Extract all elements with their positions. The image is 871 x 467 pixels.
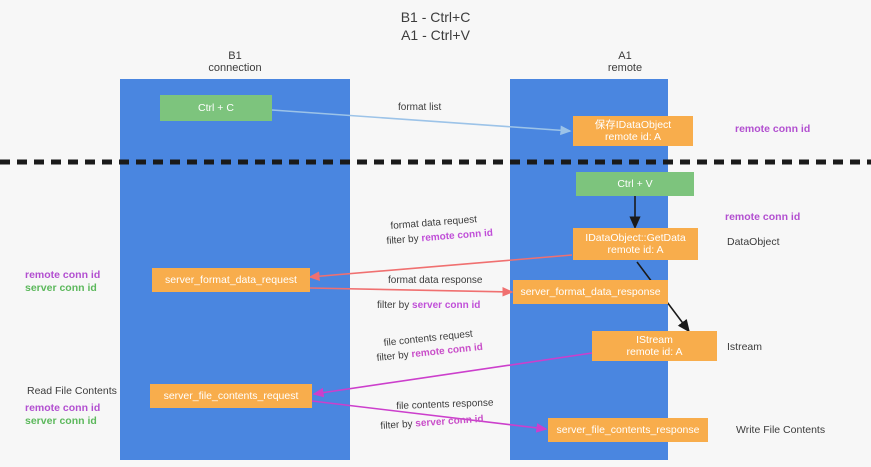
edge-label-format-data-response-filter: filter by server conn id [377, 299, 480, 312]
lane-header-a1-line1: A1 [618, 50, 632, 62]
diagram-title-line1: B1 - Ctrl+C [400, 9, 471, 25]
edge-label-format-data-response: format data response [388, 275, 483, 286]
filter-prefix: filter by [380, 418, 416, 432]
annotation-left-remote-conn-id-mid: remote conn id [25, 269, 101, 281]
box-istream-line1: IStream [636, 334, 673, 346]
lane-header-b1-line2: connection [208, 62, 262, 74]
lane-header-a1-line2: remote [607, 62, 643, 74]
box-server-format-data-request-label: server_format_data_request [165, 274, 297, 286]
filter-prefix: filter by [386, 233, 422, 247]
annotation-remote-conn-id-top: remote conn id [735, 123, 811, 135]
box-ctrl-v[interactable]: Ctrl + V [576, 172, 694, 196]
diagram-title-line2: A1 - Ctrl+V [401, 27, 470, 43]
filter-prefix: filter by [376, 349, 413, 364]
box-server-file-contents-request[interactable]: server_file_contents_request [150, 384, 312, 408]
box-istream[interactable]: IStream remote id: A [592, 331, 717, 361]
edge-label-file-contents-response-filter: filter by server conn id [380, 413, 484, 433]
edge-label-format-list: format list [398, 102, 442, 113]
annotation-istream: Istream [727, 341, 763, 353]
box-idataobject-getdata[interactable]: IDataObject::GetData remote id: A [573, 228, 698, 260]
filter-key-server-conn-id: server conn id [415, 413, 484, 430]
annotation-write-file-contents: Write File Contents [736, 424, 826, 436]
annotation-read-file-contents: Read File Contents [27, 385, 117, 397]
box-server-file-contents-request-label: server_file_contents_request [163, 390, 299, 402]
box-server-file-contents-response[interactable]: server_file_contents_response [548, 418, 708, 442]
annotation-left-server-conn-id-mid: server conn id [25, 282, 97, 294]
box-server-format-data-request[interactable]: server_format_data_request [152, 268, 310, 292]
annotation-left-remote-conn-id-bottom: remote conn id [25, 402, 101, 414]
box-save-idataobject[interactable]: 保存IDataObject remote id: A [573, 116, 693, 146]
box-ctrl-c[interactable]: Ctrl + C [160, 95, 272, 121]
filter-key-server-conn-id: server conn id [412, 300, 481, 311]
box-save-idataobject-line1: 保存IDataObject [594, 119, 672, 131]
annotation-left-server-conn-id-bottom: server conn id [25, 415, 97, 427]
box-ctrl-v-label: Ctrl + V [617, 178, 653, 190]
box-getdata-line2: remote id: A [607, 244, 664, 256]
lane-header-b1-line1: B1 [228, 50, 242, 62]
annotation-dataobject: DataObject [727, 236, 780, 248]
box-server-format-data-response-label: server_format_data_response [520, 286, 661, 298]
annotation-remote-conn-id-mid: remote conn id [725, 211, 801, 223]
edge-label-file-contents-response: file contents response [396, 397, 494, 412]
filter-prefix: filter by [377, 300, 413, 311]
filter-key-remote-conn-id: remote conn id [420, 227, 494, 245]
box-save-idataobject-line2: remote id: A [604, 131, 662, 143]
box-ctrl-c-label: Ctrl + C [198, 102, 234, 114]
box-istream-line2: remote id: A [626, 346, 683, 358]
box-server-file-contents-response-label: server_file_contents_response [556, 424, 700, 436]
box-server-format-data-response[interactable]: server_format_data_response [513, 280, 668, 304]
box-getdata-line1: IDataObject::GetData [585, 232, 686, 244]
